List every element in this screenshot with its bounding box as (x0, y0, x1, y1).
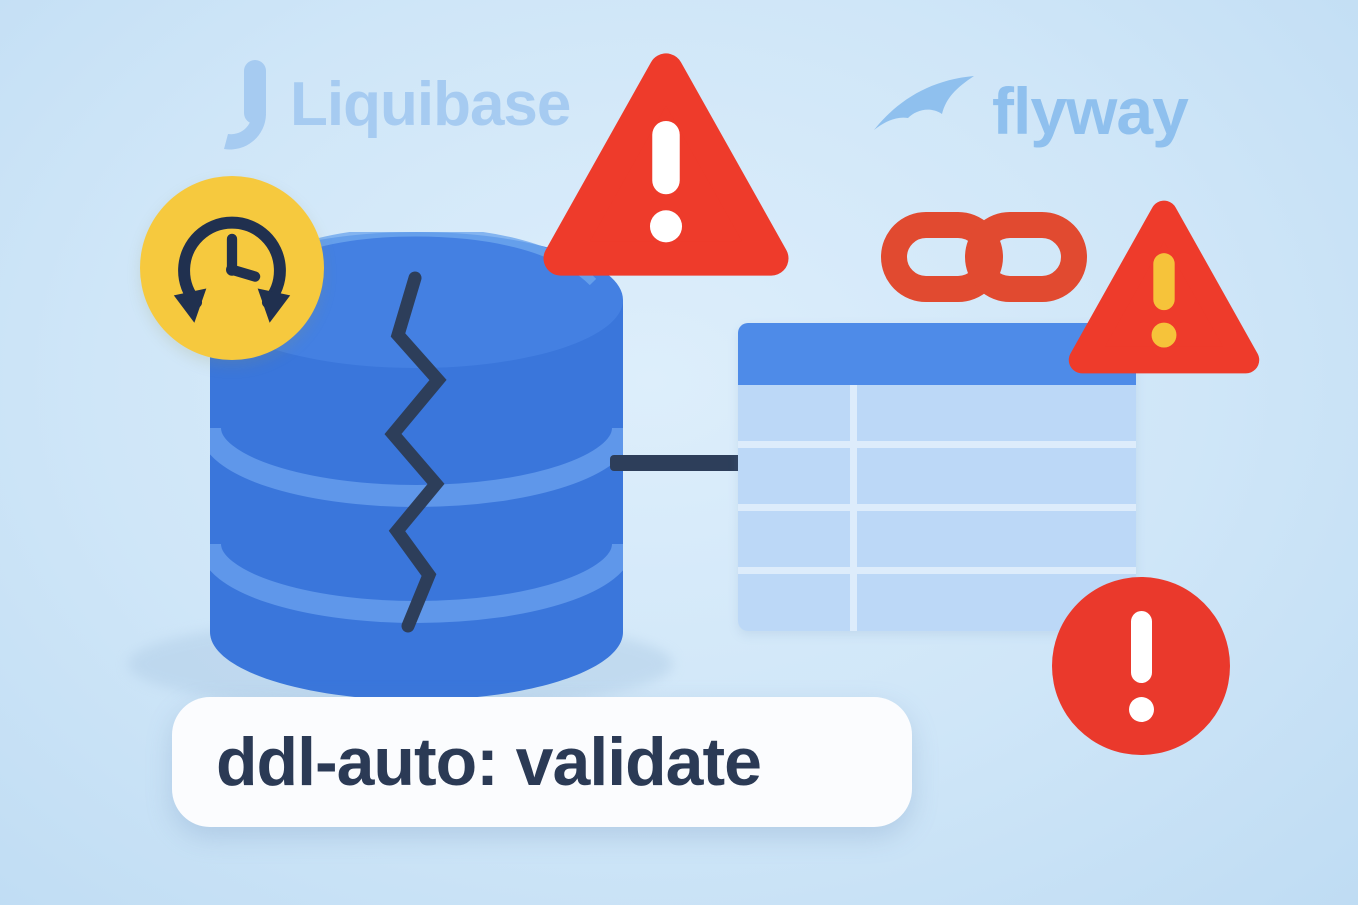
table-row-divider (738, 504, 1136, 511)
cracked-database-icon (210, 232, 623, 700)
table-row-divider (738, 567, 1136, 574)
flyway-logo: flyway (872, 70, 1189, 152)
liquibase-wordmark: Liquibase (290, 70, 571, 139)
liquibase-drop-icon (224, 60, 266, 150)
exclamation-dot (1128, 696, 1154, 722)
db-table-connector-line (610, 455, 746, 471)
crack-line (384, 271, 447, 633)
warning-triangle-icon (1068, 200, 1260, 374)
flyway-wordmark: flyway (992, 74, 1189, 148)
liquibase-logo: Liquibase (218, 58, 571, 150)
history-clock-icon (140, 176, 324, 360)
exclamation-icon (1130, 610, 1152, 683)
warning-triangle-icon (543, 53, 789, 276)
caption-box: ddl-auto: validate (172, 697, 912, 827)
exclamation-icon (652, 120, 680, 195)
caption-text: ddl-auto: validate (216, 724, 762, 800)
chain-link-icon (881, 212, 1087, 302)
table-body (738, 385, 1136, 631)
schema-table-icon (738, 323, 1136, 631)
error-circle-icon (1052, 577, 1230, 755)
table-row-divider (738, 441, 1136, 448)
table-header-row (738, 323, 1136, 385)
flyway-bird-icon (874, 76, 974, 130)
history-clock-glyph (173, 216, 291, 323)
exclamation-icon (1153, 253, 1175, 311)
